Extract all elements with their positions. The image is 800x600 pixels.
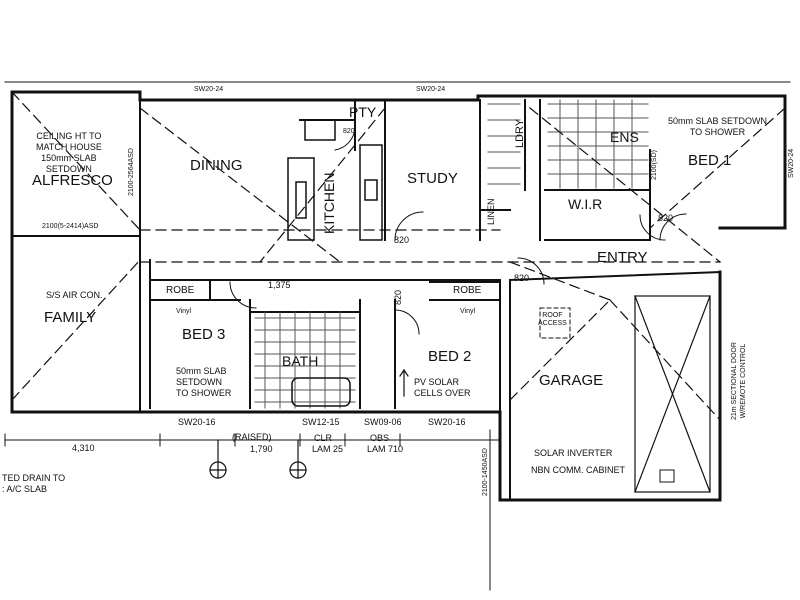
dim-1375: 1,375 [268, 280, 291, 290]
nbn-cabinet-box [659, 469, 675, 483]
note-sectional-door: 21m SECTIONAL DOOR W/REMOTE CONTROL [731, 342, 747, 420]
window-code-sw2024-right: SW20-24 [788, 148, 795, 178]
room-label-robe-left: ROBE [166, 285, 195, 296]
room-label-bath: BATH [282, 353, 319, 369]
head-height-dining: 2100(5-2414)ASD [42, 223, 99, 230]
outer-walls [10, 90, 787, 502]
room-label-ldry: LDRY [514, 118, 526, 148]
room-label-dining: DINING [190, 157, 243, 174]
dim-1790: 1,790 [250, 444, 273, 454]
dim-820-pty: 820 [343, 128, 355, 135]
window-code-top-b: SW20-24 [416, 86, 446, 93]
head-height-ens: 2100(SD) [651, 150, 658, 180]
interior-walls [11, 99, 722, 501]
window-code-sw2016-b: SW20-16 [428, 417, 466, 427]
room-label-entry: ENTRY [597, 249, 648, 266]
dim-820-entry: 820 [514, 273, 530, 283]
window-code-top-a: SW20-24 [194, 86, 224, 93]
room-label-bed2: BED 2 [428, 348, 472, 365]
solar-arrow [399, 368, 409, 397]
note-slab-bath: 50mm SLAB SETDOWN TO SHOWER [176, 366, 232, 398]
dim-4310: 4,310 [72, 443, 95, 453]
kitchen-joinery [287, 119, 383, 241]
room-label-alfresco: ALFRESCO [32, 172, 113, 189]
window-code-sw0906: SW09-06 [364, 417, 402, 427]
room-label-garage: GARAGE [539, 372, 604, 389]
note-lam-710: LAM 710 [367, 444, 404, 454]
window-code-sw2016-a: SW20-16 [178, 417, 216, 427]
room-label-ens: ENS [610, 129, 639, 145]
note-vinyl-right: Vinyl [460, 308, 476, 315]
garage-door [634, 295, 711, 493]
note-raised: (RAISED) [232, 432, 272, 442]
bathtub [291, 377, 351, 407]
room-label-kitchen: KITCHEN [321, 172, 337, 234]
room-label-robe-right: ROBE [453, 285, 482, 296]
note-obs: OBS [370, 433, 390, 443]
note-aircon: S/S AIR CON. [46, 290, 103, 300]
window-code-sw1215: SW12-15 [302, 417, 340, 427]
room-label-family: FAMILY [44, 309, 97, 326]
roof-access-hatch [539, 307, 571, 339]
room-label-wir: W.I.R [568, 196, 603, 212]
note-nbn-cabinet: NBN COMM. CABINET [531, 465, 626, 475]
note-lam-25: LAM 25 [312, 444, 344, 454]
door-swings [229, 127, 687, 335]
room-label-bed3: BED 3 [182, 326, 226, 343]
room-label-linen: LINEN [486, 198, 496, 225]
room-label-study: STUDY [407, 170, 458, 187]
head-height-alfresco: 2100-2564ASD [128, 148, 135, 196]
note-ceiling-height: CEILING HT TO MATCH HOUSE 150mm SLAB SET… [36, 131, 102, 174]
dim-820-study: 820 [394, 235, 410, 245]
note-solar-inverter: SOLAR INVERTER [534, 448, 613, 458]
roof-lines [11, 91, 786, 421]
plumbing-symbols [209, 439, 307, 479]
room-label-pty: PTY [349, 104, 377, 120]
head-height-garage: 2100-1450ASD [482, 448, 489, 496]
wet-area-hatching [254, 99, 649, 409]
dimension-lines [4, 81, 791, 591]
note-drain: TED DRAIN TO : A/C SLAB [2, 473, 66, 494]
note-roof-access: ROOF ACCESS [538, 312, 567, 327]
room-label-bed1: BED 1 [688, 152, 732, 169]
note-solar-cells: PV SOLAR CELLS OVER [414, 377, 471, 398]
note-clr: CLR [314, 433, 333, 443]
note-slab-bed1: 50mm SLAB SETDOWN TO SHOWER [668, 116, 768, 137]
note-vinyl-left: Vinyl [176, 308, 192, 315]
dim-820-bed1: 820 [658, 213, 674, 223]
dim-820-bed3: 820 [393, 289, 403, 305]
